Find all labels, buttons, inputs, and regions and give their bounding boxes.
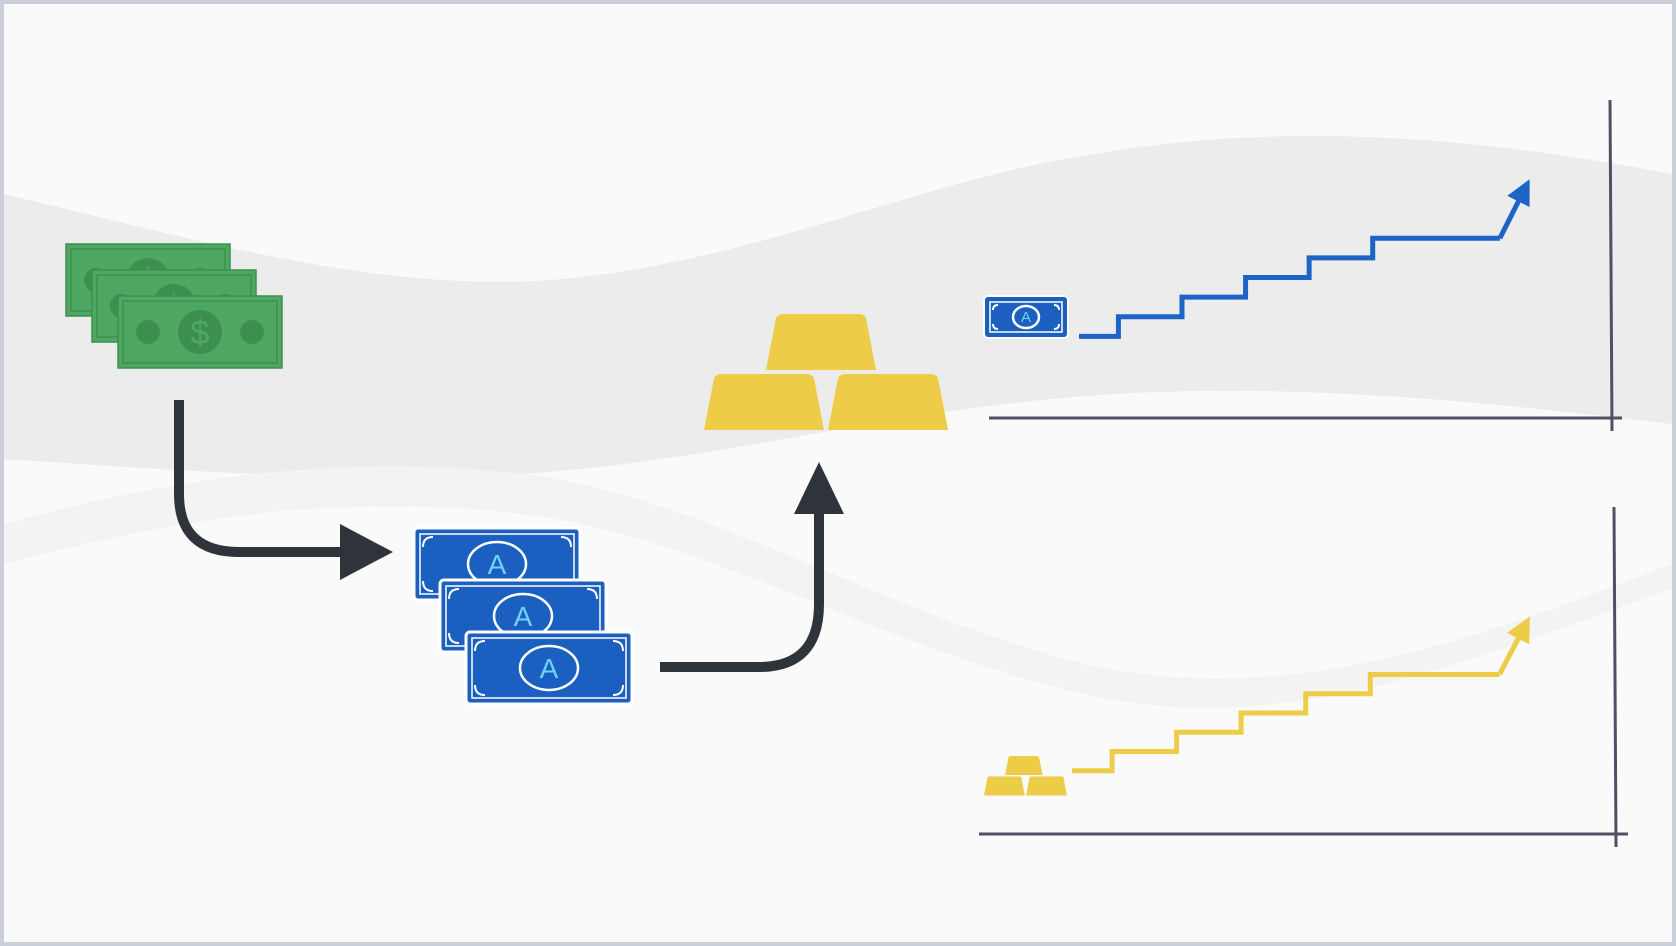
upper-wave-band: [4, 135, 1672, 478]
lower-wave-band: [4, 466, 1672, 708]
bill-medallion: [518, 644, 580, 692]
connector-line: [174, 400, 376, 557]
bill-corner-ornament: [1053, 323, 1060, 330]
token-letter: A: [1021, 309, 1031, 326]
upper-y-axis: [1608, 99, 1614, 432]
dollar-bills-stack-icon: $$$: [65, 243, 283, 369]
bill-corner-ornament: [560, 536, 572, 548]
lower-chart: [979, 506, 1628, 848]
bill-corner-ornament: [612, 640, 624, 652]
bill-corner-ornament: [586, 588, 598, 600]
gold-bar: [1026, 776, 1067, 796]
gold-bars-small-icon: [984, 756, 1067, 796]
bill-corner-ornament: [474, 684, 486, 696]
bill-corner-ornament: [612, 684, 624, 696]
bill-dot: [240, 320, 264, 344]
token-bill: A: [983, 295, 1069, 339]
bill-border: [471, 637, 627, 699]
series-token-growth: [1078, 179, 1530, 339]
step-line: [1079, 235, 1500, 339]
trend-arrow: [1497, 179, 1530, 240]
gold-bar: [984, 776, 1025, 796]
gold-bar: [828, 374, 948, 430]
bill-corner-ornament: [992, 323, 999, 330]
bill-border: [122, 300, 278, 364]
background-bands: [4, 4, 1672, 942]
bill-corner-ornament: [992, 304, 999, 311]
token-letter: A: [514, 601, 533, 632]
series-gold-growth: [1071, 616, 1530, 774]
arrow-head: [340, 524, 393, 580]
bill-dot: [136, 320, 160, 344]
lower-y-axis: [1612, 506, 1618, 848]
bill-corner-ornament: [422, 580, 434, 592]
gold-bars-icon: [704, 314, 948, 430]
bill-corner-ornament: [448, 588, 460, 600]
gold-bar: [1005, 756, 1043, 776]
token-letter: A: [540, 653, 559, 684]
dollar-bill-icon: $: [117, 295, 283, 369]
flow-arrow-token-to-gold: [660, 462, 844, 672]
diagram-svg: $$$ AAA A: [4, 4, 1672, 942]
bill-corner-ornament: [448, 632, 460, 644]
token-letter: A: [488, 549, 507, 580]
arrow-head-2: [794, 462, 844, 514]
bill-corner-ornament: [1053, 304, 1060, 311]
bill-medallion: [1011, 304, 1041, 330]
token-bill-icon: A: [983, 295, 1069, 339]
bill-medallion: [178, 310, 222, 354]
token-bill: A: [464, 630, 634, 706]
bill-corner-ornament: [474, 640, 486, 652]
token-bills-stack-icon: AAA: [412, 526, 634, 706]
flow-arrow-dollar-to-token: [174, 400, 393, 580]
gold-bar: [704, 374, 824, 430]
dollar-symbol: $: [191, 314, 210, 352]
bill-border: [989, 301, 1063, 333]
step-line: [1072, 672, 1500, 774]
gold-bar: [766, 314, 876, 370]
upper-chart: A: [983, 99, 1622, 432]
trend-arrow: [1497, 616, 1530, 676]
connector-line-2: [660, 509, 824, 672]
bill-corner-ornament: [422, 536, 434, 548]
